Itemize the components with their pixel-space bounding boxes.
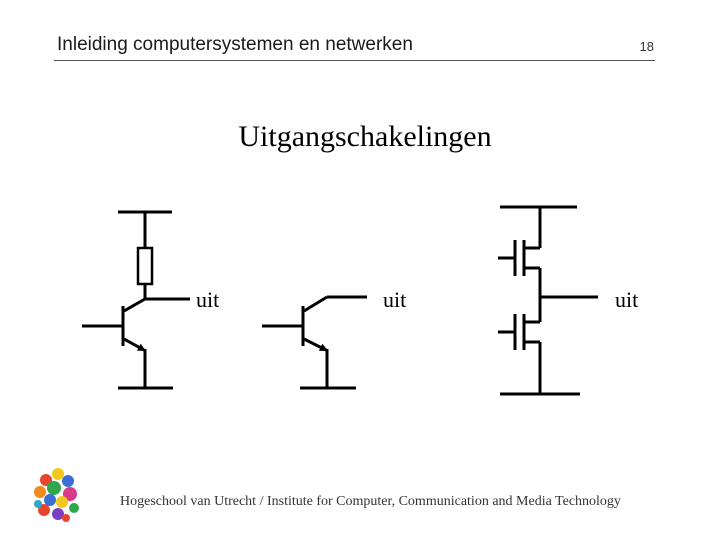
pullup-resistor	[136, 246, 154, 286]
output-label-2: uit	[383, 287, 406, 312]
header-rule	[54, 60, 655, 61]
page-number: 18	[639, 39, 654, 54]
circuit-push-pull	[498, 205, 598, 396]
footer-text: Hogeschool van Utrecht / Institute for C…	[120, 494, 621, 509]
output-label-3: uit	[615, 287, 638, 312]
collector-lead	[123, 297, 146, 313]
output-label-1: uit	[196, 287, 219, 312]
collector-lead	[303, 295, 328, 313]
emitter-lead	[303, 337, 328, 352]
circuit-resistor-pullup	[82, 210, 190, 390]
school-logo-icon	[34, 468, 79, 522]
circuit-open-collector	[262, 295, 367, 390]
slide-title: Uitgangschakelingen	[238, 120, 492, 153]
header-title: Inleiding computersystemen en netwerken	[57, 34, 413, 55]
emitter-lead	[123, 337, 146, 352]
